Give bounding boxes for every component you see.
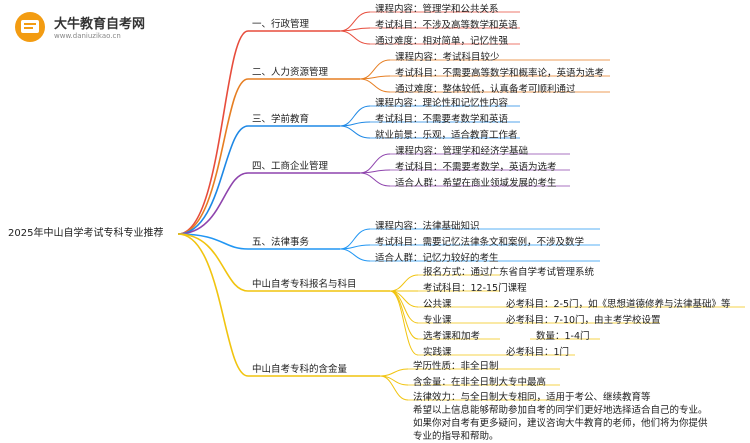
leaf-connector-1-3	[339, 30, 371, 45]
leaf-connector-5-1	[339, 228, 371, 250]
leaf-4-1: 课程内容：管理学和经济学基础	[395, 146, 529, 157]
leaf-4-3: 适合人群：希望在商业领域发展的考生	[395, 178, 557, 189]
leaf-connector-7-3	[379, 375, 409, 401]
branch-connector-1	[177, 30, 249, 235]
leaf-connector-4-3	[359, 172, 391, 187]
branch-connector-2	[177, 78, 249, 235]
leaf-connector-6-5	[389, 290, 419, 340]
leaf-7-2: 含金量：在非全日制大专中最高	[413, 377, 547, 388]
leaf-6-2: 考试科目：12-15门课程	[423, 283, 527, 294]
leaf-connector-5-3	[339, 248, 371, 262]
leaf-connector-2-2	[359, 75, 391, 80]
branch-label-3: 三、学前教育	[252, 114, 310, 125]
leaf-connector-3-3	[339, 125, 371, 139]
leaf-connector-6-1	[389, 274, 419, 292]
branch-label-1: 一、行政管理	[252, 19, 310, 30]
mindmap-lines	[177, 11, 745, 401]
leaf-7-3: 法律效力：与全日制大专相同，适用于考公、继续教育等	[413, 392, 651, 403]
leaf-6-1: 报名方式：通过广东省自学考试管理系统	[423, 267, 595, 278]
logo: 大牛教育自考网 www.daniuzikao.cn	[6, 10, 146, 46]
leaf-3-1: 课程内容：理论性和记忆性内容	[375, 98, 509, 109]
branch-connector-4	[177, 172, 249, 235]
leaf-6-6: 实践课	[423, 347, 452, 358]
leaf-6-4: 专业课	[423, 315, 452, 326]
leaf-6-3: 公共课	[423, 299, 452, 310]
branch-label-5: 五、法律事务	[252, 237, 310, 248]
logo-icon	[15, 12, 45, 42]
branch-connector-7	[177, 233, 249, 377]
leaf-7-1: 学历性质：非全日制	[413, 361, 499, 372]
branch-label-2: 二、人力资源管理	[252, 67, 329, 78]
root-node: 2025年中山自学考试专科专业推荐	[8, 228, 164, 239]
leaf-2-3: 通过难度：整体较低，认真备考可顺利通过	[395, 84, 576, 95]
branch-label-6: 中山自考专科报名与科目	[252, 279, 357, 290]
leaf-2-1: 课程内容：考试科目较少	[395, 52, 500, 63]
leaf-3-3: 就业前景：乐观，适合教育工作者	[375, 130, 518, 141]
logo-url: www.daniuzikao.cn	[54, 32, 121, 40]
subleaf-6-4: 必考科目：7-10门，由主考学校设置	[506, 315, 661, 326]
leaf-connector-3-1	[339, 105, 371, 127]
leaf-1-3: 通过难度：相对简单，记忆性强	[375, 36, 509, 47]
leaf-1-2: 考试科目：不涉及高等数学和英语	[375, 20, 518, 31]
subleaf-6-5: 数量：1-4门	[536, 331, 590, 342]
branch-label-7: 中山自考专科的含金量	[252, 364, 348, 375]
branch-connector-5	[177, 233, 249, 250]
branch-connector-6	[177, 233, 249, 292]
leaf-connector-5-2	[339, 244, 371, 250]
subleaf-6-3: 必考科目：2-5门，如《思想道德修养与法律基础》等	[506, 299, 731, 310]
branch-label-4: 四、工商企业管理	[252, 161, 329, 172]
leaf-connector-1-2	[339, 27, 371, 32]
leaf-4-2: 考试科目：不需要考数学，英语为选考	[395, 162, 557, 173]
leaf-connector-2-3	[359, 78, 391, 93]
leaf-connector-4-2	[359, 169, 391, 174]
leaf-5-1: 课程内容：法律基础知识	[375, 221, 480, 232]
leaf-6-5: 选考课和加考	[423, 331, 481, 342]
logo-name: 大牛教育自考网	[54, 17, 146, 32]
leaf-connector-7-1	[379, 368, 409, 377]
branch-connector-3	[177, 125, 249, 235]
subleaf-6-6: 必考科目：1门	[506, 347, 570, 358]
leaf-connector-6-6	[389, 290, 419, 356]
leaf-1-1: 课程内容：管理学和公共关系	[375, 4, 499, 15]
leaf-5-3: 适合人群：记忆力较好的考生	[375, 253, 499, 264]
leaf-5-2: 考试科目：需要记忆法律条文和案例，不涉及数学	[375, 237, 585, 248]
leaf-connector-3-2	[339, 121, 371, 127]
leaf-3-2: 考试科目：不需要考数学和英语	[375, 114, 509, 125]
leaf-connector-6-4	[389, 290, 419, 324]
leaf-2-2: 考试科目：不需要高等数学和概率论，英语为选考	[395, 68, 605, 79]
